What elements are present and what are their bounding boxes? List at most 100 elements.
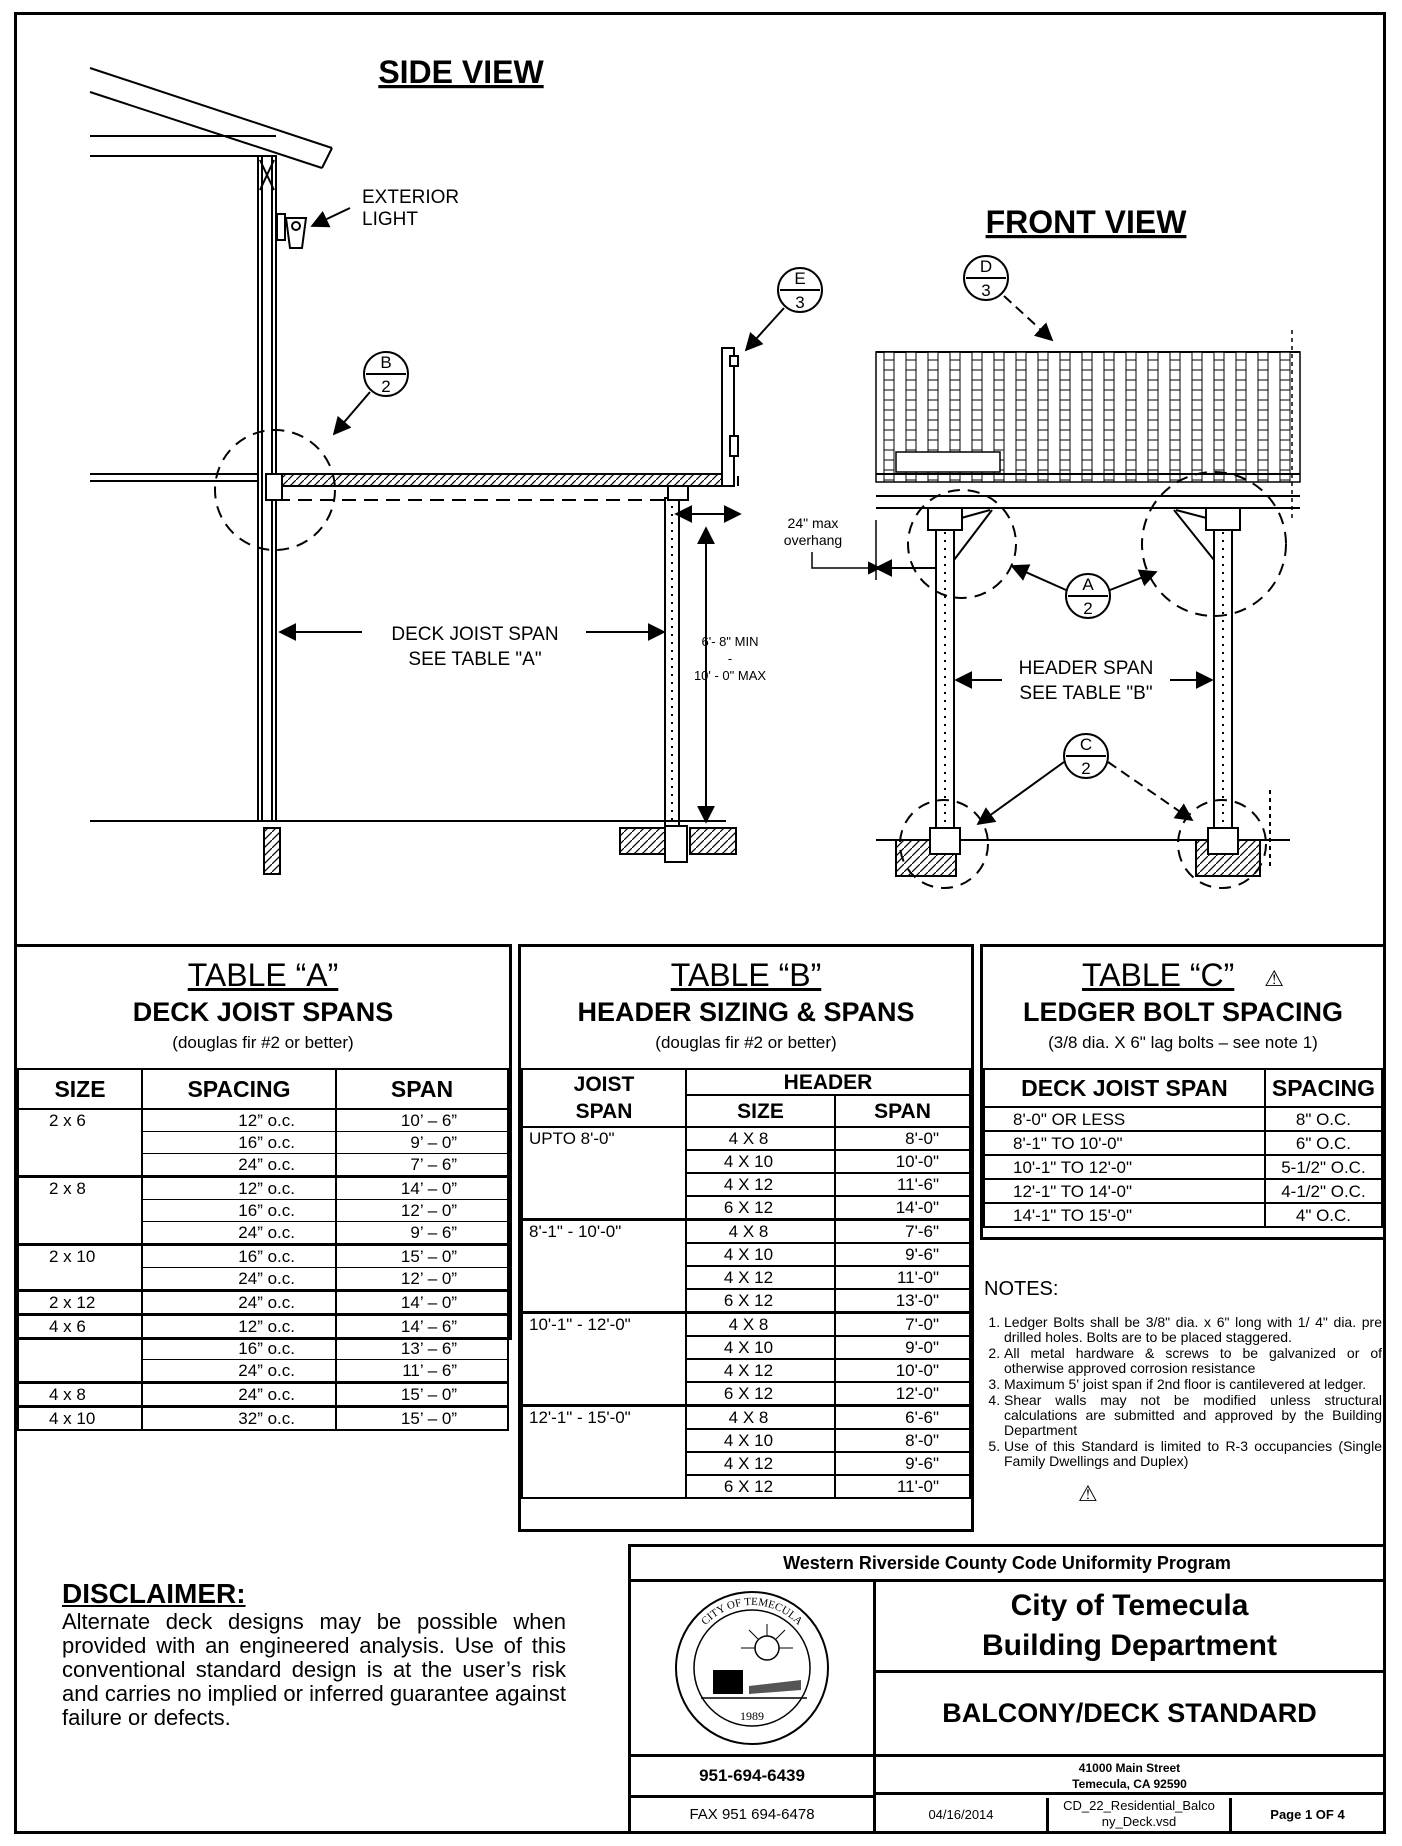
svg-text:B: B [380,353,391,372]
callout-e: E 3 [777,267,823,313]
table-b-size: 4 X 10 [685,1149,836,1174]
table-a-spacing: 24” o.c. [141,1359,337,1384]
table-a-span: 9’ – 6” [335,1221,509,1246]
table-c-title: TABLE “C”⚠ [1081,957,1285,993]
page-number: Page 1 OF 4 [1270,1807,1345,1822]
svg-text:A: A [1082,575,1094,594]
deck-post [664,485,689,827]
table-a-spacing: 12” o.c. [141,1108,337,1132]
table-b-size: 4 X 12 [685,1358,836,1383]
table-a-span: 9’ – 0” [335,1131,509,1154]
callout-e-leader [744,307,785,352]
table-b-size: 4 X 10 [685,1428,836,1453]
table-c-span: 8'-1" TO 10'-0" [983,1130,1266,1156]
table-a-spacing: 24” o.c. [141,1381,337,1408]
table-b: TABLE “B” HEADER SIZING & SPANS (douglas… [518,944,974,1532]
table-a-size: 2 x 8 [17,1175,143,1246]
svg-text:3: 3 [795,293,804,312]
table-b-span: 11'-0" [834,1474,971,1499]
table-b-span: 9'-6" [834,1451,971,1476]
table-a-spacing: 12” o.c. [141,1313,337,1338]
notes-title: NOTES: [984,1278,1059,1300]
note-item: All metal hardware & screws to be galvan… [1004,1346,1382,1376]
table-a-span: 12’ – 0” [335,1267,509,1292]
table-a-spacing: 16” o.c. [141,1199,337,1222]
side-ground [90,820,737,875]
table-a: TABLE “A” DECK JOIST SPANS (douglas fir … [14,944,512,1431]
program-name: Western Riverside County Code Uniformity… [631,1547,1383,1582]
table-b-joist-span: 10'-1" - 12'-0" [521,1311,687,1407]
table-b-note: (douglas fir #2 or better) [655,1033,837,1052]
table-a-span: 14’ – 0” [335,1175,509,1200]
table-b-span: 7'-6" [834,1218,971,1244]
detail-circle-c-right [1177,799,1267,889]
table-a-span: 15’ – 0” [335,1243,509,1268]
table-b-title: TABLE “B” [670,957,822,993]
table-a-spacing: 16” o.c. [141,1131,337,1154]
front-ground [876,790,1290,877]
disclaimer: DISCLAIMER: Alternate deck designs may b… [62,1578,566,1730]
detail-circle-a-right [1141,471,1287,617]
detail-circle-a-left [907,489,1017,599]
front-railing [875,330,1301,518]
table-c-span: 10'-1" TO 12'-0" [983,1154,1266,1180]
table-a-note: (douglas fir #2 or better) [172,1033,354,1052]
table-c-row: 14'-1" TO 15'-0"4" O.C. [983,1202,1384,1228]
table-b-span: 13'-0" [834,1288,971,1314]
table-b-span: 11'-6" [834,1172,971,1197]
table-a-span: 14’ – 6” [335,1313,509,1338]
city-name: City of Temecula [1010,1589,1249,1622]
table-b-size: 4 X 10 [685,1335,836,1360]
address-line-2: Temecula, CA 92590 [1072,1777,1187,1791]
table-b-joist-span: 12'-1" - 15'-0" [521,1404,687,1499]
callout-b: B 2 [363,351,409,397]
table-b-header-header: HEADER [685,1068,971,1096]
table-b-joist-span: UPTO 8'-0" [521,1126,687,1221]
table-b-size: 4 X 8 [685,1404,836,1430]
table-b-span: 9'-6" [834,1242,971,1267]
table-a-span: 11’ – 6” [335,1359,509,1384]
table-b-span: 8'-0" [834,1126,971,1151]
table-a-subtitle: DECK JOIST SPANS [132,997,394,1027]
callout-c-leader-left [976,761,1065,826]
table-c-note: (3/8 dia. X 6" lag bolts – see note 1) [1048,1033,1318,1052]
table-b-size: 4 X 8 [685,1311,836,1337]
table-a-size: 2 x 10 [17,1243,143,1292]
table-a-spacing: 16” o.c. [141,1337,337,1360]
table-a-span: 14’ – 0” [335,1289,509,1316]
phone-number: 951-694-6439 [631,1757,876,1798]
table-c-row: 12'-1" TO 14'-0"4-1/2" O.C. [983,1178,1384,1204]
table-b-size: 4 X 10 [685,1242,836,1267]
city-name-cell: City of Temecula Building Department [876,1582,1383,1673]
table-b-span: 9'-0" [834,1335,971,1360]
table-b-size: 4 X 12 [685,1451,836,1476]
detail-circle-b [214,429,336,551]
table-b-size: 6 X 12 [685,1474,836,1499]
table-b-size: 6 X 12 [685,1288,836,1314]
exterior-light-fixture [276,213,308,249]
fax-number: FAX 951 694-6478 [631,1798,876,1831]
table-b-span: 6'-6" [834,1404,971,1430]
seal-cell: CITY OF TEMECULA 1989 [631,1582,876,1757]
disclaimer-body: Alternate deck designs may be possible w… [62,1609,566,1730]
table-a-span: 15’ – 0” [335,1405,509,1431]
table-a-row: 16” o.c.9’ – 0” [18,1131,509,1154]
table-b-joist-span: 8'-1" - 10'-0" [521,1218,687,1314]
table-b-span: 12'-0" [834,1381,971,1407]
callout-d-leader [1003,295,1054,342]
table-b-subtitle: HEADER SIZING & SPANS [577,997,915,1027]
